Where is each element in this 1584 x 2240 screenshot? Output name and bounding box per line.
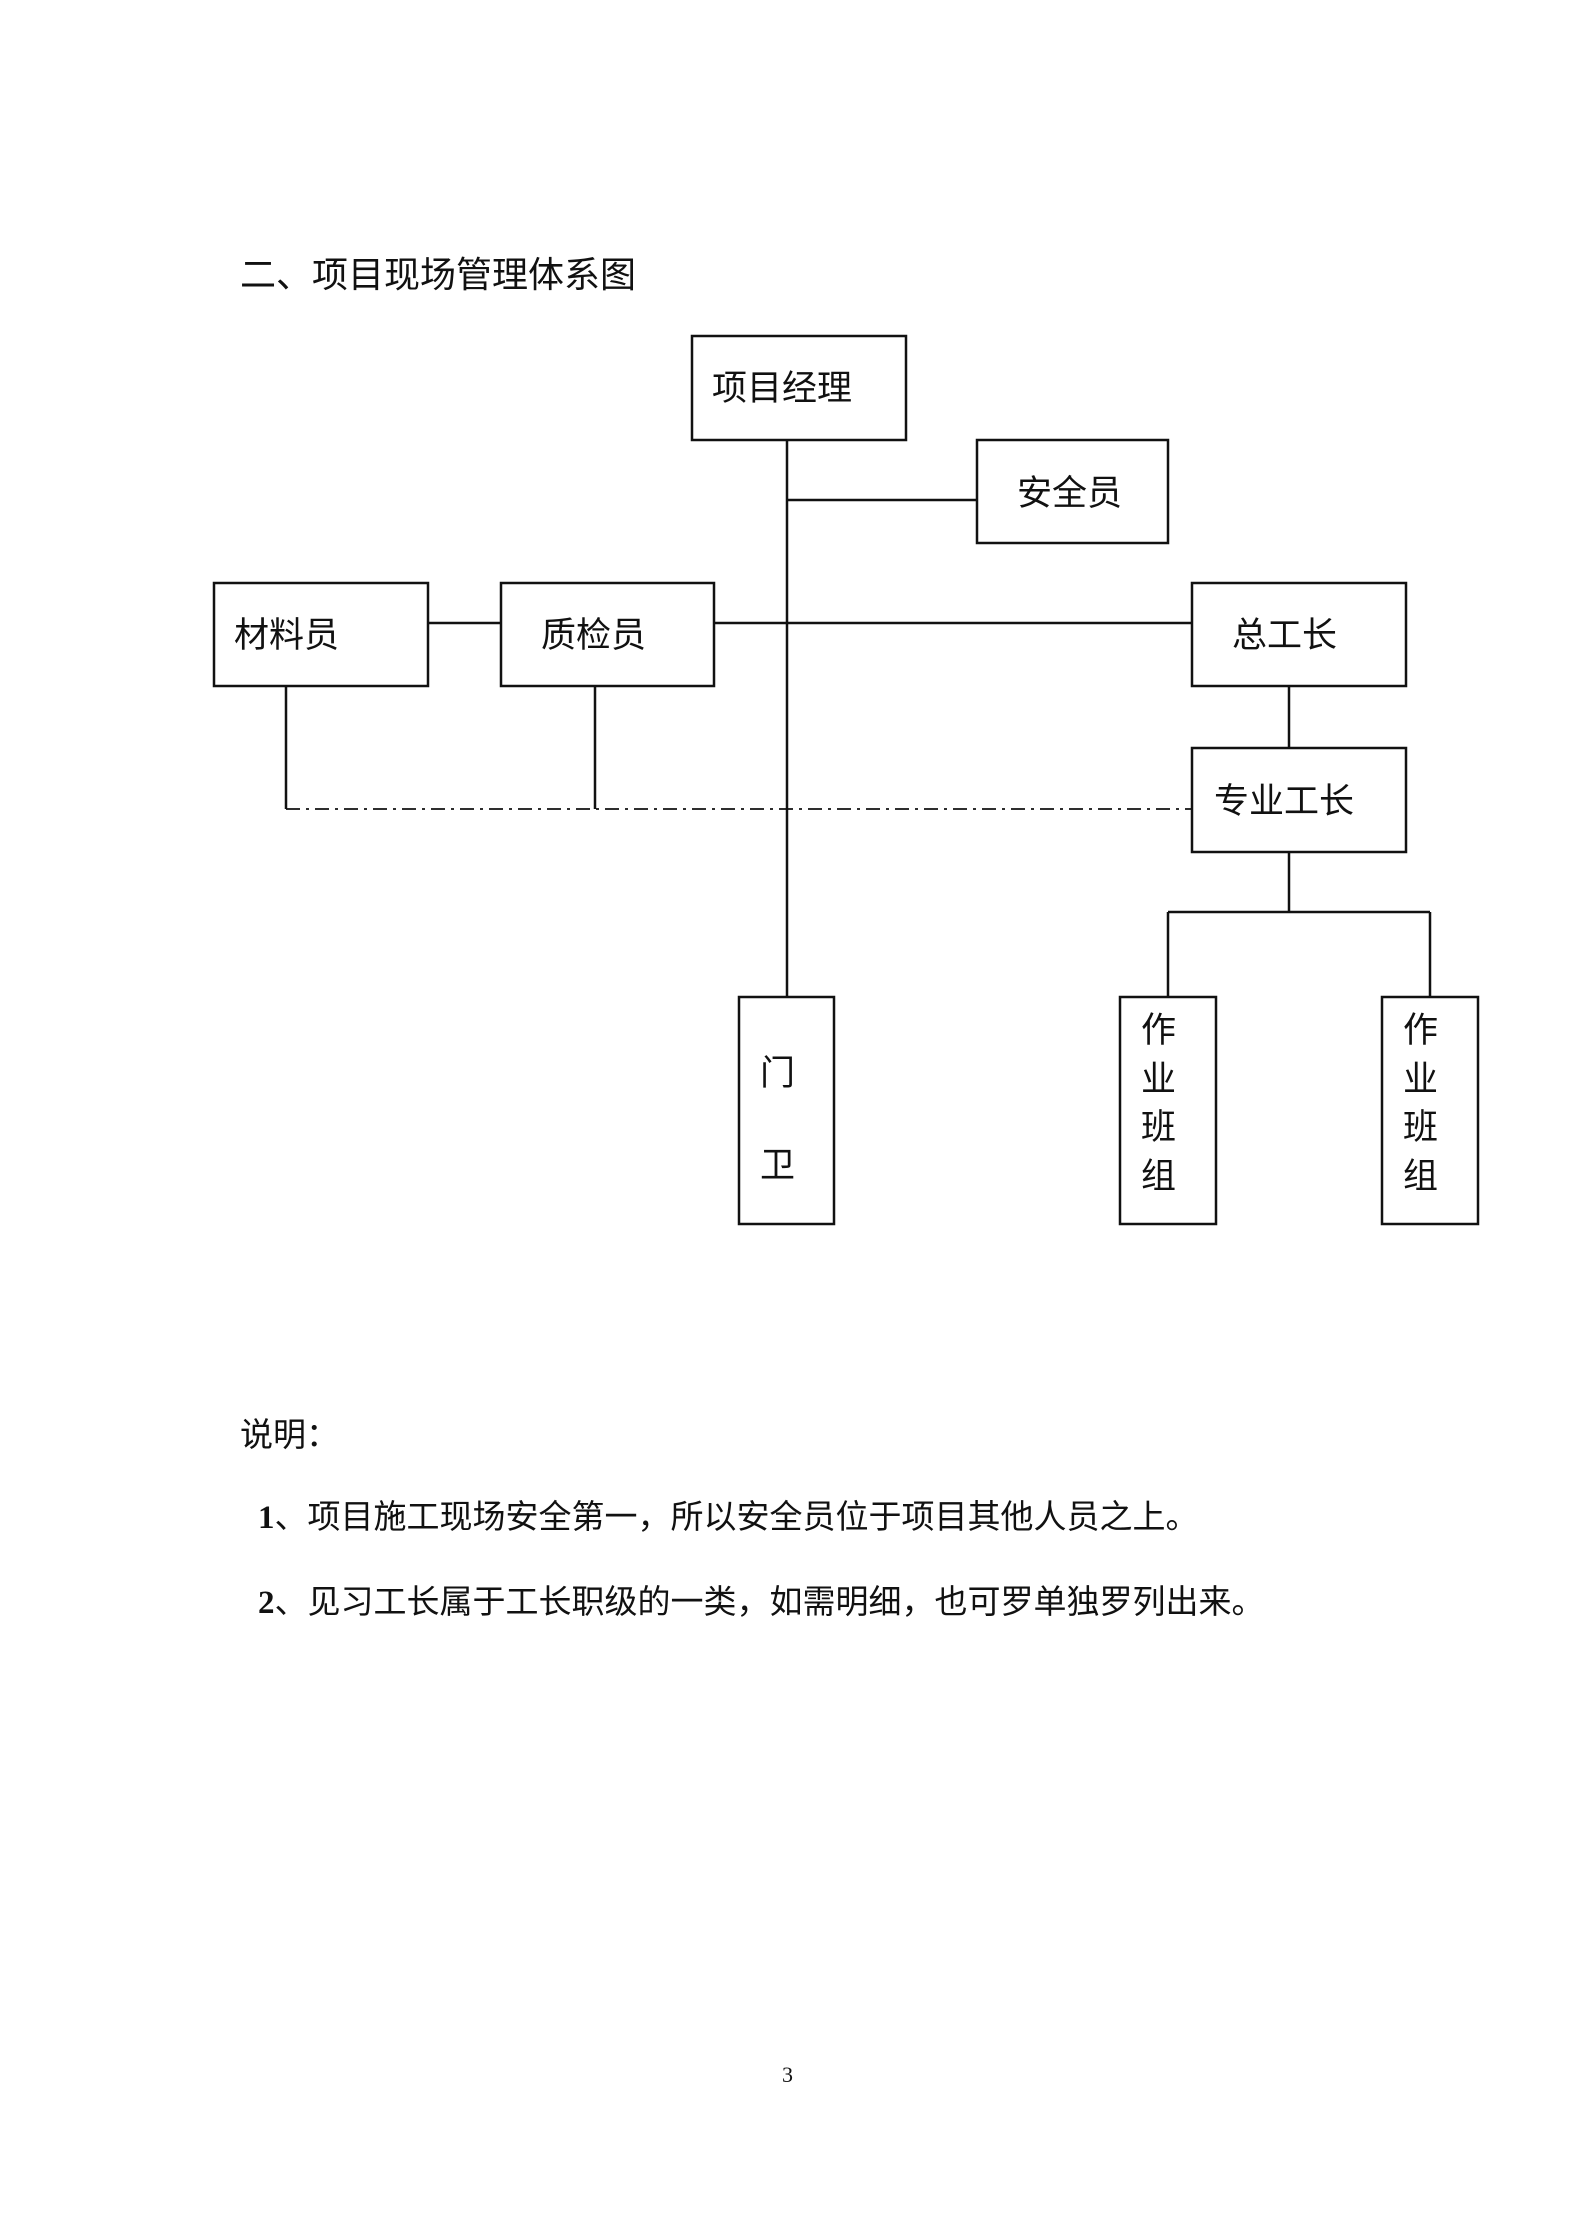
label-work-team-1-c: 班 [1141, 1108, 1176, 1148]
notes-title: 说明： [240, 1415, 339, 1454]
label-work-team-2-b: 业 [1403, 1060, 1438, 1100]
label-safety-officer: 安全员 [1017, 474, 1122, 514]
node-materials-officer: 材料员 [212, 581, 430, 688]
page-number: 3 [782, 2062, 793, 2087]
node-safety-officer: 安全员 [975, 438, 1170, 545]
node-general-foreman: 总工长 [1190, 581, 1408, 688]
node-work-team-1: 作 业 班 组 [1118, 995, 1218, 1226]
note-number: 1 [258, 1500, 275, 1536]
note-item: 2、见习工长属于工长职级的一类，如需明细，也可罗单独罗列出来。 [258, 1575, 1265, 1623]
label-work-team-1-b: 业 [1141, 1060, 1176, 1100]
connectors [284, 440, 1432, 997]
node-work-team-2: 作 业 班 组 [1380, 995, 1480, 1226]
label-work-team-1-a: 作 [1141, 1011, 1176, 1051]
label-gate-guard-1: 门 [760, 1054, 795, 1094]
label-specialist-foreman: 专业工长 [1214, 782, 1354, 822]
label-work-team-2-a: 作 [1403, 1011, 1438, 1051]
label-project-manager: 项目经理 [712, 369, 852, 409]
node-gate-guard: 门 卫 [737, 995, 836, 1226]
note-item: 1、项目施工现场安全第一，所以安全员位于项目其他人员之上。 [258, 1490, 1199, 1538]
label-materials-officer: 材料员 [234, 616, 339, 656]
note-text: 、项目施工现场安全第一，所以安全员位于项目其他人员之上。 [274, 1497, 1199, 1536]
label-work-team-2-d: 组 [1403, 1157, 1438, 1197]
note-text: 、见习工长属于工长职级的一类，如需明细，也可罗单独罗列出来。 [274, 1582, 1265, 1621]
node-project-manager: 项目经理 [690, 334, 908, 442]
section-heading: 二、项目现场管理体系图 [240, 255, 637, 296]
node-quality-inspector: 质检员 [499, 581, 716, 688]
label-work-team-1-d: 组 [1141, 1157, 1176, 1197]
label-gate-guard-2: 卫 [760, 1146, 795, 1186]
note-number: 2 [258, 1585, 275, 1621]
label-work-team-2-c: 班 [1403, 1108, 1438, 1148]
label-general-foreman: 总工长 [1232, 616, 1337, 656]
label-quality-inspector: 质检员 [541, 616, 646, 656]
node-specialist-foreman: 专业工长 [1190, 746, 1408, 854]
